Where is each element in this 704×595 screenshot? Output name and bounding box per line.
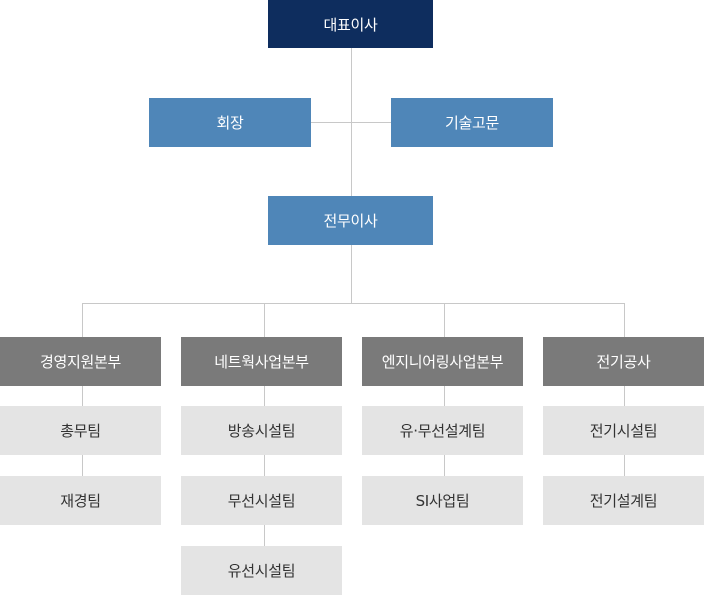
team-box: 전기설계팀 — [543, 476, 704, 525]
connector-md-down — [351, 244, 352, 303]
connector-division-1 — [82, 303, 83, 337]
division-box: 전기공사 — [543, 337, 704, 386]
connector-teams-2 — [264, 385, 265, 546]
team-box: 방송시설팀 — [181, 406, 342, 455]
division-box: 경영지원본부 — [0, 337, 161, 386]
team-box: 유·무선설계팀 — [362, 406, 523, 455]
team-box: 유선시설팀 — [181, 546, 342, 595]
team-box: 총무팀 — [0, 406, 161, 455]
managing-director-box: 전무이사 — [268, 196, 433, 245]
team-box: 재경팀 — [0, 476, 161, 525]
division-box: 네트웍사업본부 — [181, 337, 342, 386]
advisor-box: 기술고문 — [391, 98, 553, 147]
chairman-box: 회장 — [149, 98, 311, 147]
connector-division-3 — [444, 303, 445, 337]
team-box: 전기시설팀 — [543, 406, 704, 455]
division-box: 엔지니어링사업본부 — [362, 337, 523, 386]
ceo-box: 대표이사 — [268, 0, 433, 48]
connector-division-2 — [264, 303, 265, 337]
connector-division-4 — [624, 303, 625, 337]
team-box: SI사업팀 — [362, 476, 523, 525]
connector-side-branch — [310, 122, 392, 123]
connector-division-bus — [82, 303, 625, 304]
team-box: 무선시설팀 — [181, 476, 342, 525]
